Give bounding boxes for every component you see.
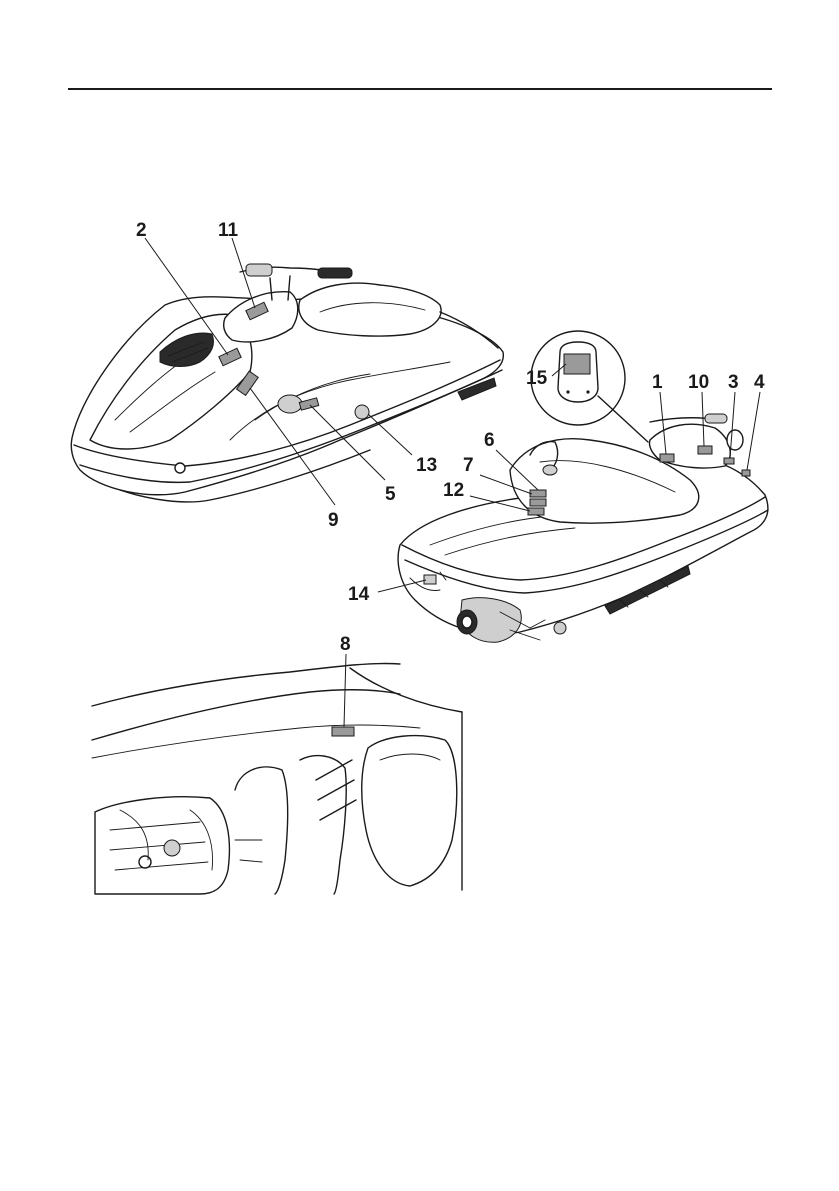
callout-9: 9 bbox=[328, 510, 339, 531]
callout-8: 8 bbox=[340, 634, 351, 655]
rear-drain-plug bbox=[554, 622, 566, 634]
inset-rivet-right bbox=[586, 390, 589, 393]
watercraft-rear-view bbox=[378, 392, 768, 642]
label-patch-1 bbox=[660, 454, 674, 462]
leader-13 bbox=[368, 414, 412, 455]
engine-hose-3 bbox=[316, 760, 356, 820]
front-handlebar-grip-left bbox=[246, 264, 272, 276]
front-seat bbox=[299, 283, 441, 336]
callout-1: 1 bbox=[652, 372, 663, 393]
callout-3: 3 bbox=[728, 372, 739, 393]
front-bow-eye bbox=[175, 463, 185, 473]
callout-11: 11 bbox=[218, 220, 239, 241]
callout-2: 2 bbox=[136, 220, 147, 241]
label-patch-8 bbox=[332, 727, 354, 736]
label-patch-4 bbox=[742, 470, 750, 476]
rear-mirror bbox=[727, 430, 743, 450]
callout-6: 6 bbox=[484, 430, 495, 451]
label-patch-15 bbox=[564, 354, 590, 374]
front-handlebar-grip-right bbox=[318, 268, 352, 278]
engine-fuel-tank bbox=[362, 736, 457, 886]
rear-stern-eye bbox=[424, 575, 436, 584]
callout-5: 5 bbox=[385, 484, 396, 505]
callout-12: 12 bbox=[443, 480, 464, 501]
callout-7: 7 bbox=[463, 455, 474, 476]
label-patch-6b bbox=[530, 499, 546, 506]
label-patch-10 bbox=[698, 446, 712, 454]
inset-rivet-left bbox=[566, 390, 569, 393]
label-patch-12 bbox=[528, 508, 544, 515]
callout-14: 14 bbox=[348, 584, 370, 605]
rear-grab-handle-knob bbox=[543, 465, 557, 475]
watercraft-front-view bbox=[71, 238, 503, 505]
front-thru-hull-fitting bbox=[355, 405, 369, 419]
inset-connector bbox=[598, 396, 648, 442]
callout-10: 10 bbox=[688, 372, 709, 393]
engine-fitting bbox=[139, 856, 151, 868]
callout-15: 15 bbox=[526, 368, 548, 389]
engine-hose-1 bbox=[235, 767, 288, 894]
label-patch-7 bbox=[530, 490, 546, 497]
front-fuel-cap bbox=[278, 395, 302, 413]
callout-4: 4 bbox=[754, 372, 765, 393]
callout-13: 13 bbox=[416, 455, 437, 476]
engine-oil-cap bbox=[164, 840, 180, 856]
detail-inset-15 bbox=[531, 331, 648, 442]
engine-hood-rim-top bbox=[92, 663, 400, 706]
leader-4 bbox=[747, 392, 760, 470]
rear-jet-nozzle-inner bbox=[462, 616, 472, 628]
rear-handlebar-grip bbox=[705, 414, 727, 423]
label-patch-3 bbox=[724, 458, 734, 464]
engine-bay-view bbox=[92, 654, 462, 894]
